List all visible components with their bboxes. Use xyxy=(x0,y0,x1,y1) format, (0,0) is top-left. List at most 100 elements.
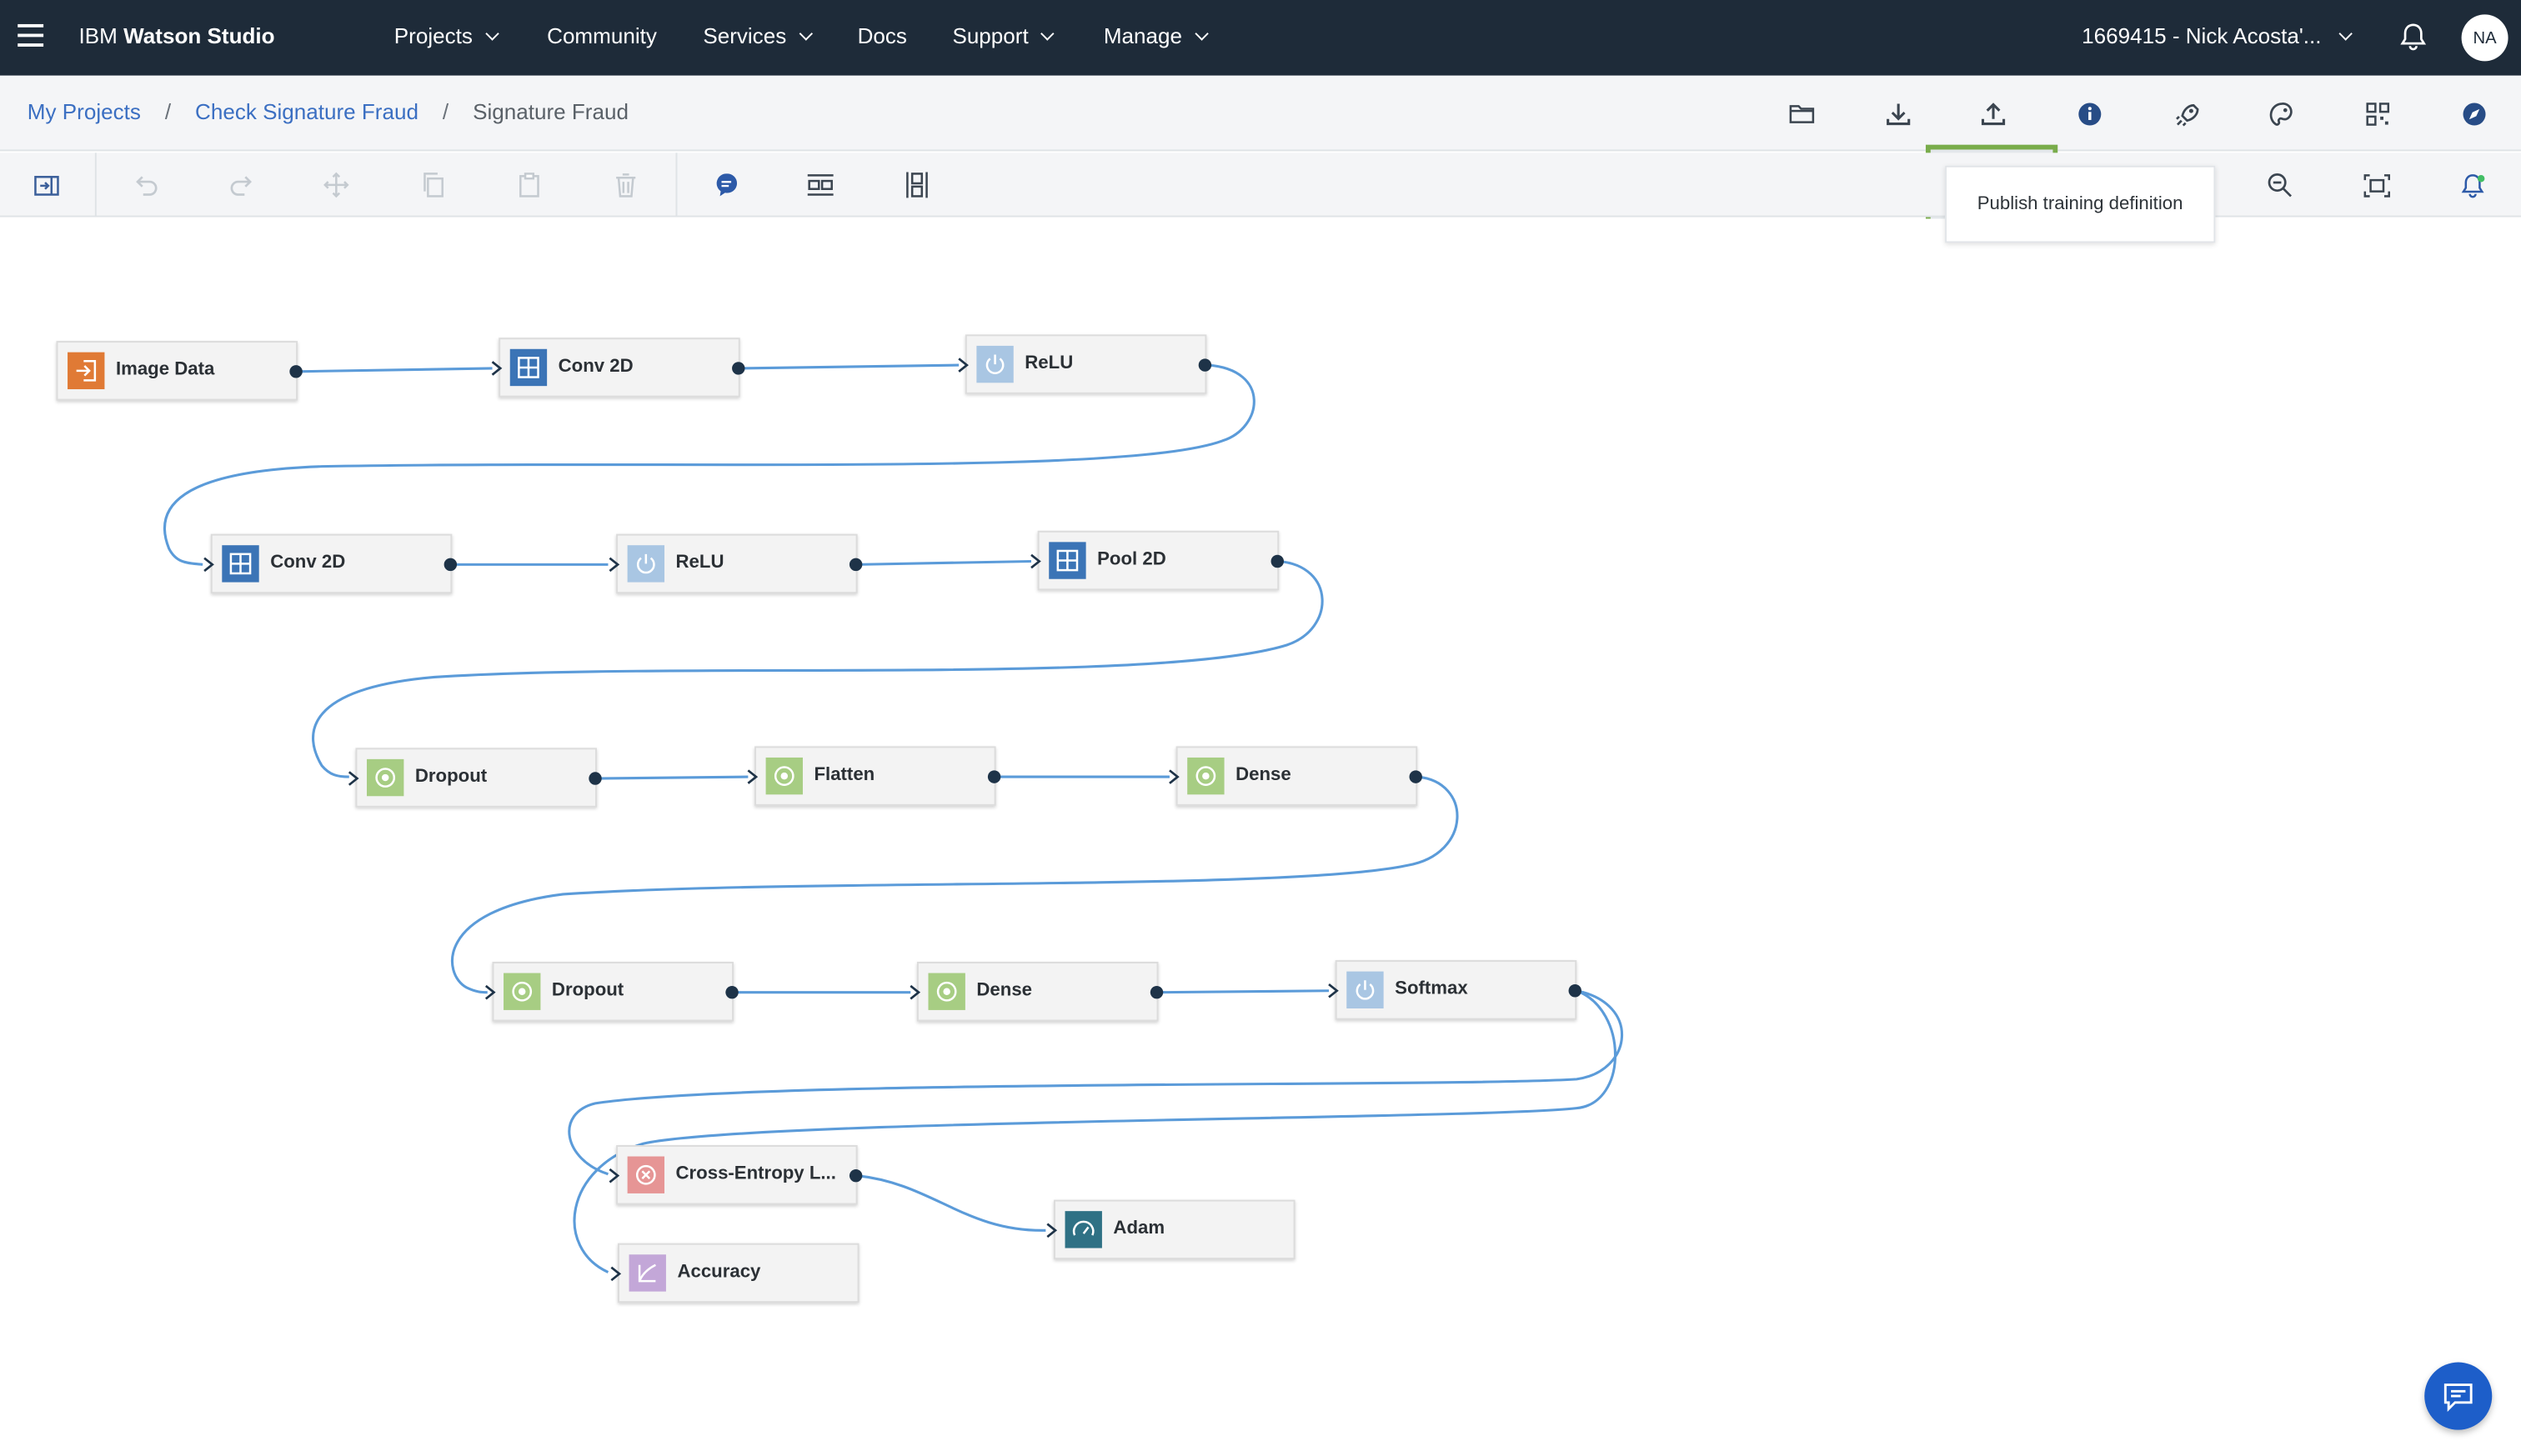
notification-icon[interactable] xyxy=(2457,169,2489,202)
input-port[interactable] xyxy=(1030,553,1042,569)
nav-docs[interactable]: Docs xyxy=(858,24,907,48)
palette-icon[interactable] xyxy=(2265,98,2298,131)
output-port[interactable] xyxy=(444,558,458,572)
qr-grid-icon[interactable] xyxy=(2362,98,2394,131)
delete-icon[interactable] xyxy=(609,169,642,202)
input-port[interactable] xyxy=(1327,983,1340,998)
link-pool-dropout xyxy=(312,559,1324,778)
upload-icon[interactable] xyxy=(1977,98,2010,131)
chat-button[interactable] xyxy=(2424,1362,2493,1430)
conv-node-icon xyxy=(509,348,548,387)
top-nav-bar: IBM Watson Studio Projects Community Ser… xyxy=(0,0,2521,76)
output-port[interactable] xyxy=(732,362,745,375)
redo-icon[interactable] xyxy=(225,169,258,202)
brand-name[interactable]: IBM Watson Studio xyxy=(79,24,275,48)
link-dropout-flatten xyxy=(596,775,749,780)
node-dropout[interactable]: Dropout xyxy=(484,962,739,1022)
move-icon[interactable] xyxy=(320,169,353,202)
nav-manage[interactable]: Manage xyxy=(1104,24,1209,48)
node-dense[interactable]: Dense xyxy=(910,962,1164,1022)
node-label: Dropout xyxy=(551,981,624,1001)
node-cross-entropy-loss[interactable]: Cross-Entropy L... xyxy=(609,1145,863,1205)
node-adam[interactable]: Adam xyxy=(1046,1199,1296,1260)
zoom-out-icon[interactable] xyxy=(2263,169,2296,202)
output-port[interactable] xyxy=(1198,358,1212,372)
node-label: Dense xyxy=(976,981,1033,1001)
output-port[interactable] xyxy=(987,770,1001,783)
input-port[interactable] xyxy=(957,357,970,373)
nav-projects-label: Projects xyxy=(393,23,473,48)
undo-icon[interactable] xyxy=(130,169,163,202)
input-port[interactable] xyxy=(608,557,620,573)
chevron-down-icon xyxy=(1040,26,1055,40)
flow-canvas[interactable]: Image Data Conv 2D ReLU Conv 2D ReLU xyxy=(0,218,2521,1456)
node-label: Dense xyxy=(1235,765,1291,785)
input-port[interactable] xyxy=(1045,1223,1058,1238)
link-dense-dropout2 xyxy=(451,775,1459,994)
nav-services[interactable]: Services xyxy=(703,24,813,48)
node-accuracy[interactable]: Accuracy xyxy=(610,1243,860,1303)
copy-icon[interactable] xyxy=(417,169,449,202)
download-icon[interactable] xyxy=(1882,98,1915,131)
node-softmax[interactable]: Softmax xyxy=(1328,960,1581,1020)
input-port[interactable] xyxy=(348,770,360,786)
input-port[interactable] xyxy=(609,1266,622,1282)
output-port[interactable] xyxy=(289,365,303,378)
user-avatar[interactable]: NA xyxy=(2461,14,2508,62)
input-port[interactable] xyxy=(608,1168,620,1183)
comment-icon[interactable] xyxy=(709,169,742,202)
folder-icon[interactable] xyxy=(1786,98,1818,131)
link-relu-conv2 xyxy=(163,363,1255,566)
node-relu[interactable]: ReLU xyxy=(958,334,1212,394)
arrange-vertical-icon[interactable] xyxy=(901,169,934,202)
nav-docs-label: Docs xyxy=(857,23,907,48)
account-switcher[interactable]: 1669415 - Nick Acosta'... xyxy=(2082,24,2353,48)
compass-icon[interactable] xyxy=(2458,98,2491,131)
output-port[interactable] xyxy=(1568,984,1581,998)
output-port[interactable] xyxy=(1150,985,1164,999)
node-links xyxy=(163,363,1624,1273)
node-label: Flatten xyxy=(814,765,875,785)
input-port[interactable] xyxy=(746,768,759,784)
output-port[interactable] xyxy=(849,558,863,572)
power-icon xyxy=(627,545,665,583)
hamburger-menu-icon[interactable] xyxy=(18,23,44,50)
node-conv2d[interactable]: Conv 2D xyxy=(491,338,745,398)
output-port[interactable] xyxy=(725,985,739,999)
output-port[interactable] xyxy=(589,772,602,785)
chevron-down-icon xyxy=(799,26,813,40)
link-loss-adam xyxy=(857,1174,1046,1232)
node-dropout[interactable]: Dropout xyxy=(348,748,602,808)
paste-icon[interactable] xyxy=(514,169,546,202)
node-flatten[interactable]: Flatten xyxy=(747,746,1001,806)
input-port[interactable] xyxy=(1168,768,1180,784)
link-image-conv xyxy=(297,367,493,373)
nav-projects[interactable]: Projects xyxy=(393,23,499,48)
node-label: Pool 2D xyxy=(1097,549,1166,570)
node-dense[interactable]: Dense xyxy=(1169,746,1422,806)
breadcrumb-project[interactable]: Check Signature Fraud xyxy=(195,99,418,124)
input-port[interactable] xyxy=(909,984,921,1000)
fit-to-screen-icon[interactable] xyxy=(2360,169,2393,202)
arrange-horizontal-icon[interactable] xyxy=(804,169,837,202)
info-icon[interactable] xyxy=(2074,98,2107,131)
breadcrumb-my-projects[interactable]: My Projects xyxy=(27,99,141,124)
output-port[interactable] xyxy=(1271,554,1284,568)
nav-support[interactable]: Support xyxy=(952,24,1055,48)
input-port[interactable] xyxy=(484,984,497,1000)
input-port[interactable] xyxy=(491,360,504,376)
node-conv2d[interactable]: Conv 2D xyxy=(203,533,458,594)
notifications-bell-icon[interactable] xyxy=(2397,21,2429,53)
nav-community[interactable]: Community xyxy=(547,24,657,48)
input-port[interactable] xyxy=(203,557,215,573)
node-label: ReLU xyxy=(1025,353,1074,373)
node-relu[interactable]: ReLU xyxy=(609,533,863,594)
toggle-palette-icon[interactable] xyxy=(31,169,63,202)
node-pool2d[interactable]: Pool 2D xyxy=(1030,530,1284,591)
loss-x-icon xyxy=(627,1156,665,1193)
node-image-data[interactable]: Image Data xyxy=(56,341,303,401)
rocket-icon[interactable] xyxy=(2170,98,2203,131)
output-port[interactable] xyxy=(1409,770,1422,783)
chevron-down-icon xyxy=(2338,26,2353,40)
output-port[interactable] xyxy=(849,1168,863,1183)
